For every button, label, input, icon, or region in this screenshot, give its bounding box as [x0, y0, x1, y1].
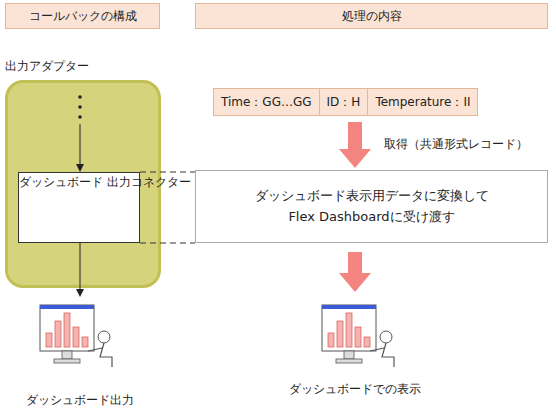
monitor-frame	[322, 305, 376, 351]
caption-label: ダッシュボードでの表示	[289, 381, 421, 398]
node-text: 処理の内容	[342, 8, 402, 25]
adapter-group: 出力アダプターダッシュボード 出力コネクター	[5, 58, 161, 288]
monitor-frame	[40, 305, 94, 351]
title-bar	[322, 305, 376, 309]
dashboard-icon	[40, 305, 112, 367]
monitor-base	[336, 359, 362, 363]
header-box: 処理の内容	[195, 3, 548, 29]
arrow-shaft	[348, 122, 362, 150]
node-text: ダッシュボード表示用データに変換して Flex Dashboardに受け渡す	[247, 186, 497, 228]
chart-bar	[55, 321, 61, 347]
monitor-base	[54, 359, 80, 363]
group-heading: 出力アダプター	[5, 58, 89, 75]
person-body	[370, 343, 394, 367]
dashboard-icon	[322, 305, 394, 367]
chart-bar	[346, 313, 352, 347]
chart-bar	[73, 327, 79, 347]
node-text: ID：H	[319, 89, 368, 115]
person-head	[380, 331, 392, 343]
chart-bar	[64, 313, 70, 347]
block-arrow	[348, 252, 362, 274]
caption-label: ダッシュボード出力	[26, 392, 134, 409]
person-body	[88, 343, 112, 367]
person-head	[98, 331, 110, 343]
edge-label: 取得（共通形式レコード）	[384, 136, 528, 153]
node-text: Temperature：II	[367, 89, 477, 115]
dashboard-icons	[40, 305, 394, 367]
chart-bar	[82, 337, 88, 347]
node-text: コールバックの構成	[29, 8, 137, 25]
node-text: ダッシュボード 出力コネクター	[19, 173, 191, 191]
connector-box: ダッシュボード 出力コネクター	[18, 172, 140, 243]
chart-bar	[364, 337, 370, 347]
chart-bar	[337, 321, 343, 347]
chart-bar	[328, 333, 334, 347]
record-band: Time：GG…GGID：HTemperature：II	[213, 88, 478, 116]
block-arrow	[339, 122, 371, 168]
edge-layer	[339, 122, 371, 168]
header-box: コールバックの構成	[5, 3, 160, 29]
arrow-head	[76, 289, 84, 297]
node-text: Time：GG…GG	[214, 89, 319, 115]
arrow-head	[339, 149, 371, 168]
chart-bar	[46, 333, 52, 347]
block-arrow	[339, 273, 371, 292]
chart-bar	[355, 327, 361, 347]
monitor-stand	[62, 351, 72, 359]
title-bar	[40, 305, 94, 309]
monitor-stand	[344, 351, 354, 359]
process-box: ダッシュボード表示用データに変換して Flex Dashboardに受け渡す	[195, 170, 548, 243]
